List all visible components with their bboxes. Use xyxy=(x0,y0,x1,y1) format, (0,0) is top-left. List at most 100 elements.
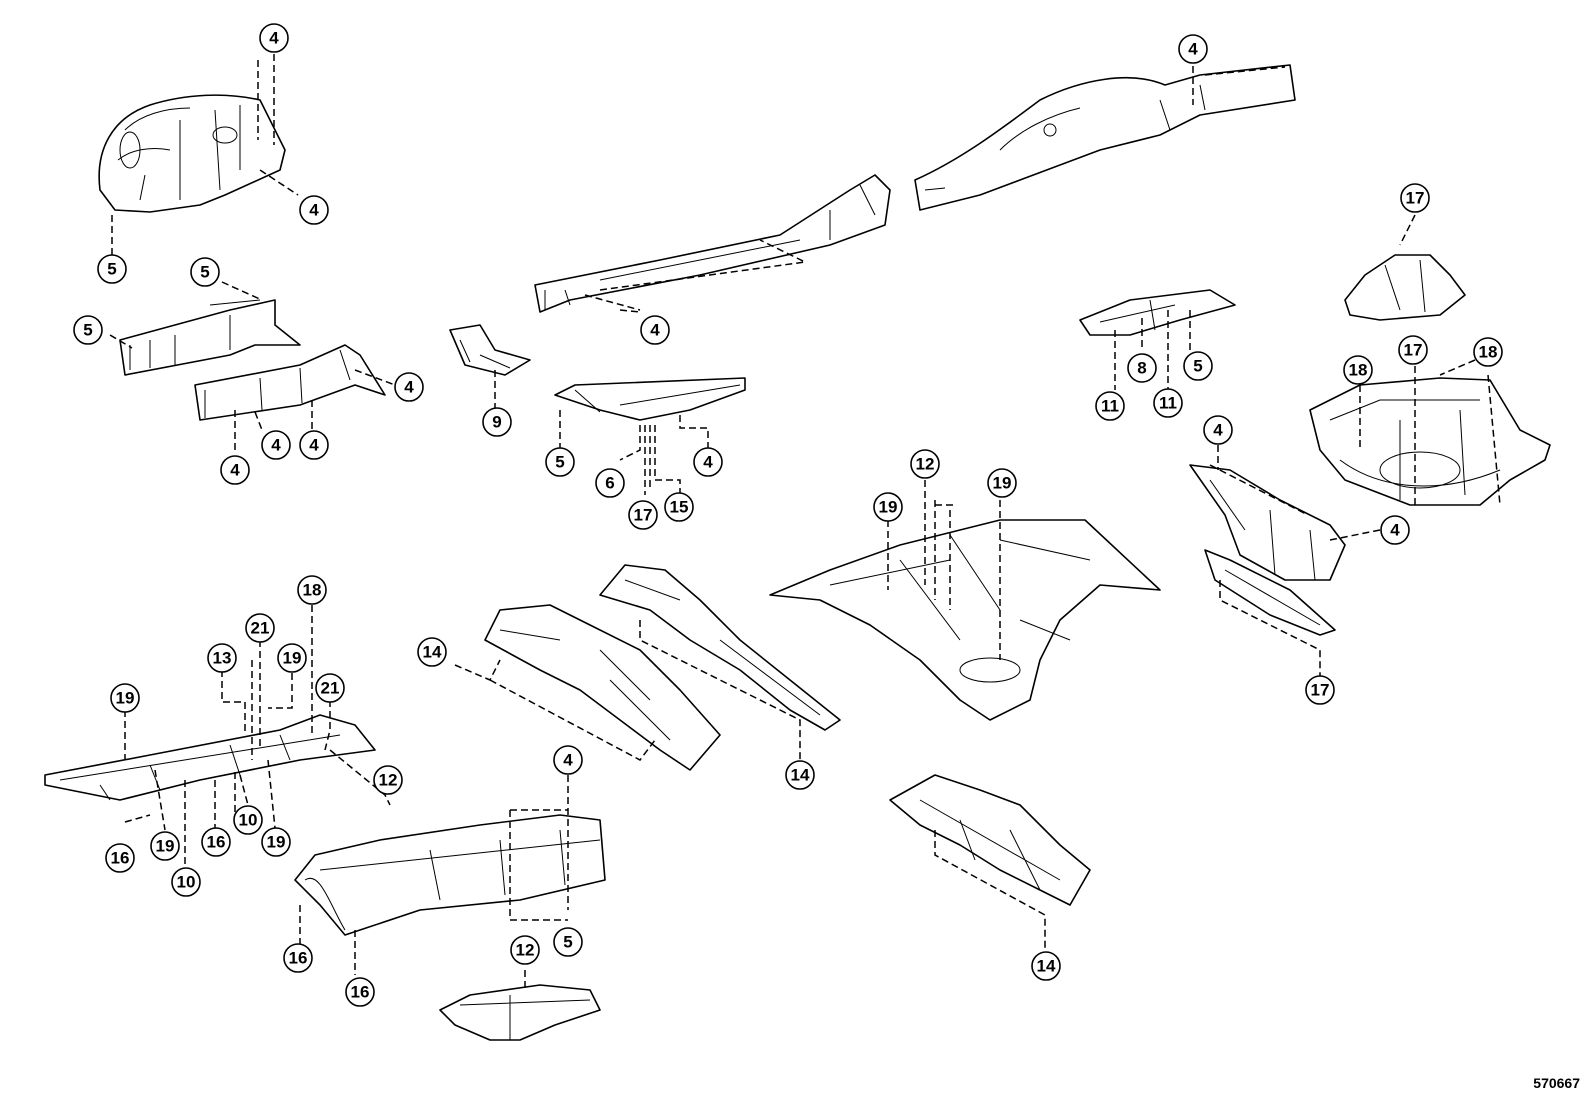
callout-label: 13 xyxy=(213,649,232,668)
callout-label: 19 xyxy=(879,498,898,517)
callout-label: 18 xyxy=(1349,361,1368,380)
callouts: 4 4 5 5 5 4 4 4 4 9 4 4 17 5 6 17 15 4 8… xyxy=(73,23,1503,1007)
callout-19: 19 xyxy=(150,831,180,861)
callout-8: 8 xyxy=(1127,353,1157,383)
callout-5: 5 xyxy=(190,257,220,287)
callout-4: 4 xyxy=(299,430,329,460)
callout-17: 17 xyxy=(628,500,658,530)
callout-label: 5 xyxy=(1193,357,1202,376)
callout-label: 4 xyxy=(563,751,573,770)
part-cowl-bracket xyxy=(439,984,601,1041)
callout-4: 4 xyxy=(693,447,723,477)
callout-label: 6 xyxy=(605,474,614,493)
part-floor-member-center xyxy=(599,564,841,731)
part-front-floor-pan xyxy=(769,519,1161,721)
callout-label: 17 xyxy=(1406,189,1425,208)
callout-14: 14 xyxy=(417,637,447,667)
callout-5: 5 xyxy=(553,927,583,957)
callout-12: 12 xyxy=(510,935,540,965)
callout-4: 4 xyxy=(640,315,670,345)
callout-label: 4 xyxy=(309,201,319,220)
callout-18: 18 xyxy=(1473,337,1503,367)
part-bracket xyxy=(449,324,531,376)
callout-21: 21 xyxy=(245,613,275,643)
callout-label: 19 xyxy=(283,649,302,668)
callout-label: 4 xyxy=(230,461,240,480)
callout-4: 4 xyxy=(1203,415,1233,445)
callout-label: 12 xyxy=(916,455,935,474)
callout-label: 4 xyxy=(650,321,660,340)
callout-label: 19 xyxy=(156,837,175,856)
callout-5: 5 xyxy=(97,254,127,284)
part-rear-floor-pan xyxy=(1309,377,1551,506)
callout-9: 9 xyxy=(482,407,512,437)
callout-17: 17 xyxy=(1305,675,1335,705)
callout-19: 19 xyxy=(261,827,291,857)
callout-16: 16 xyxy=(105,843,135,873)
callout-4: 4 xyxy=(394,372,424,402)
callout-14: 14 xyxy=(1031,951,1061,981)
part-spare-pan-upper xyxy=(1344,254,1466,321)
callout-5: 5 xyxy=(73,315,103,345)
callout-4: 4 xyxy=(1178,34,1208,64)
callout-17: 17 xyxy=(1400,183,1430,213)
callout-16: 16 xyxy=(283,943,313,973)
callout-label: 10 xyxy=(239,811,258,830)
callout-15: 15 xyxy=(664,492,694,522)
callout-label: 4 xyxy=(1390,521,1400,540)
callout-13: 13 xyxy=(207,643,237,673)
callout-4: 4 xyxy=(553,745,583,775)
callout-label: 19 xyxy=(993,474,1012,493)
callout-label: 17 xyxy=(634,506,653,525)
part-center-crossmember xyxy=(889,774,1091,906)
callout-label: 12 xyxy=(516,941,535,960)
callout-12: 12 xyxy=(910,449,940,479)
callout-label: 17 xyxy=(1404,341,1423,360)
callout-label: 5 xyxy=(563,933,572,952)
callout-label: 4 xyxy=(309,436,319,455)
callout-4: 4 xyxy=(299,195,329,225)
callout-label: 4 xyxy=(703,453,713,472)
part-dash-panel-lower xyxy=(44,714,376,801)
callout-11: 11 xyxy=(1153,388,1183,418)
part-rear-crossmember-lower xyxy=(1204,549,1336,636)
callout-label: 5 xyxy=(107,260,116,279)
callout-label: 16 xyxy=(111,849,130,868)
callout-12: 12 xyxy=(373,765,403,795)
callout-label: 18 xyxy=(303,581,322,600)
callout-label: 21 xyxy=(251,619,270,638)
callout-label: 16 xyxy=(207,833,226,852)
callout-label: 11 xyxy=(1159,394,1177,413)
callout-18: 18 xyxy=(297,575,327,605)
callout-label: 16 xyxy=(289,949,308,968)
callout-label: 8 xyxy=(1137,359,1146,378)
callout-11: 11 xyxy=(1095,391,1125,421)
callout-label: 11 xyxy=(1101,397,1119,416)
callout-label: 18 xyxy=(1479,343,1498,362)
part-front-side-member-lower xyxy=(194,344,386,421)
callout-label: 14 xyxy=(1037,957,1056,976)
callout-label: 19 xyxy=(267,833,286,852)
callout-19: 19 xyxy=(277,643,307,673)
callout-21: 21 xyxy=(315,673,345,703)
callout-10: 10 xyxy=(171,867,201,897)
callout-14: 14 xyxy=(785,760,815,790)
callout-label: 4 xyxy=(404,378,414,397)
part-rear-crossmember-upper xyxy=(1189,464,1346,581)
callout-label: 5 xyxy=(83,321,92,340)
callout-label: 12 xyxy=(379,771,398,790)
callout-19: 19 xyxy=(987,468,1017,498)
callout-label: 19 xyxy=(116,689,135,708)
callout-label: 21 xyxy=(321,679,340,698)
part-rocker-inner xyxy=(534,174,891,313)
callout-label: 4 xyxy=(271,436,281,455)
callout-10: 10 xyxy=(233,805,263,835)
diagram-id-label: 570667 xyxy=(1533,1075,1580,1091)
callout-label: 14 xyxy=(423,643,442,662)
part-front-side-member-upper xyxy=(119,299,301,376)
callout-5: 5 xyxy=(545,447,575,477)
part-rear-crossmember-plate xyxy=(1079,289,1236,336)
callout-4: 4 xyxy=(1380,515,1410,545)
part-rear-rail xyxy=(914,64,1296,211)
